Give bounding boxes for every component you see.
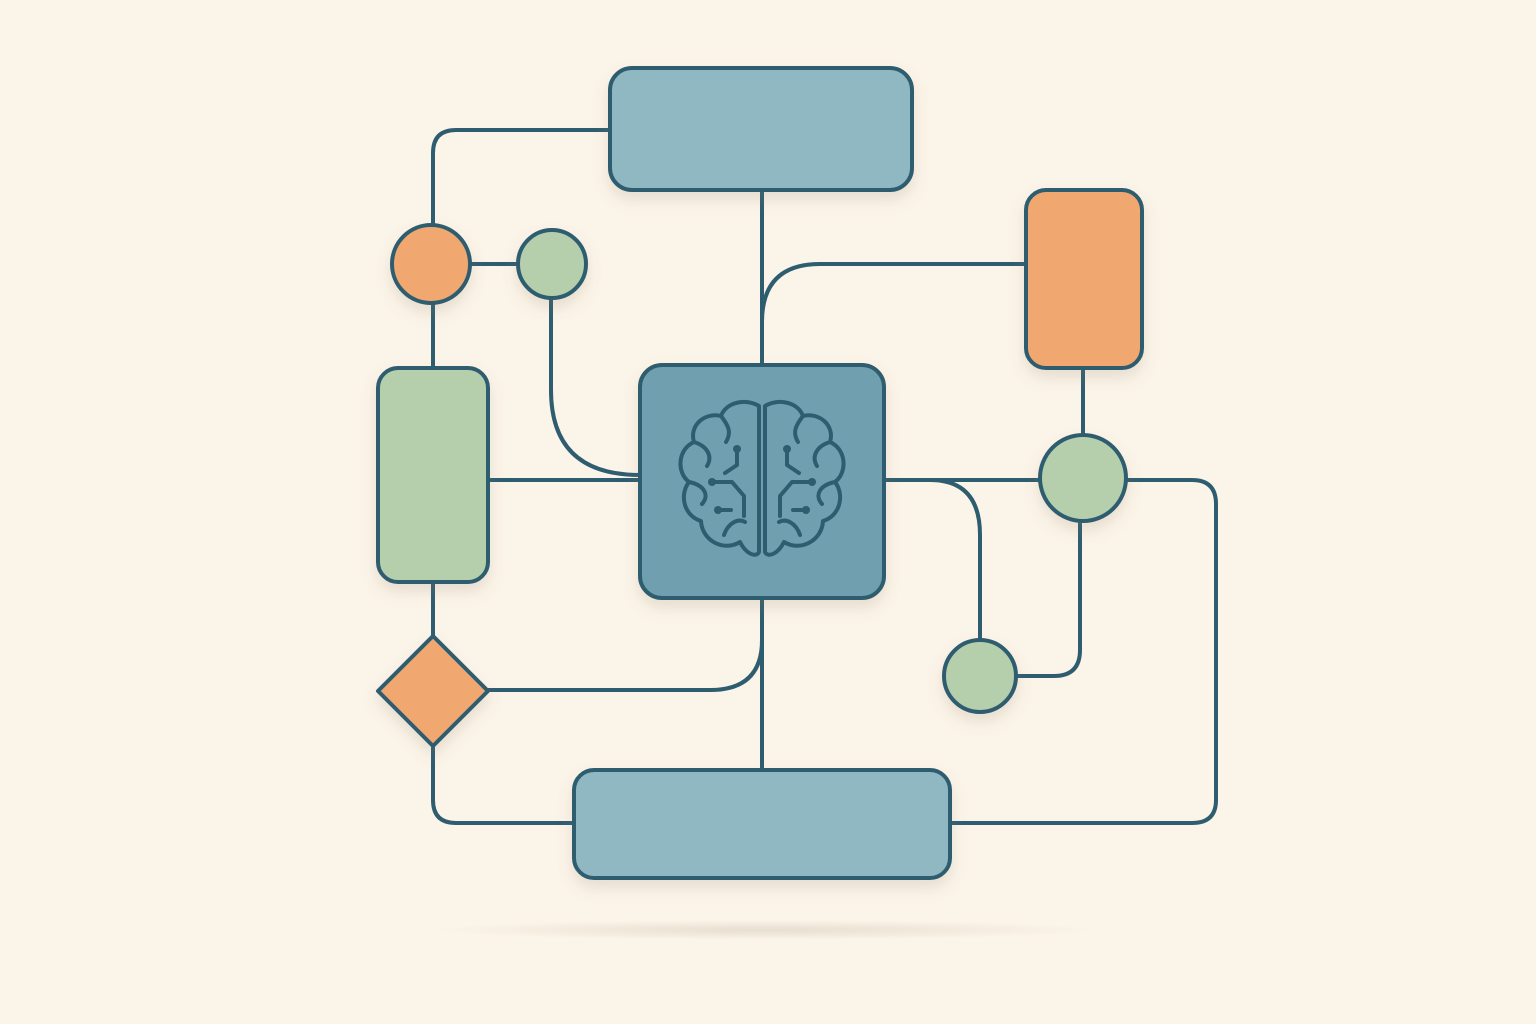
brain-circuit-node	[714, 506, 722, 514]
connector-green-circle-to-center	[549, 296, 642, 477]
right-tall-box	[1024, 188, 1144, 370]
decision-diamond	[376, 634, 490, 748]
brain-left-folds	[687, 414, 747, 537]
left-tall-box	[376, 366, 490, 584]
ground-shadow	[435, 920, 1095, 940]
connector-center-to-bottom-green-circle	[928, 478, 982, 642]
nodes	[376, 66, 1144, 880]
bottom-box	[572, 768, 952, 880]
brain-circuit-icon	[678, 399, 846, 557]
brain-right-folds	[777, 414, 837, 537]
green-circle-bottom	[942, 638, 1018, 714]
green-circle-top	[516, 228, 588, 300]
brain-circuit-node	[708, 478, 716, 486]
brain-circuit-node	[733, 445, 741, 453]
brain-circuit-node	[783, 445, 791, 453]
brain-circuit-node	[802, 506, 810, 514]
connector-diamond-to-bottom-box	[431, 746, 576, 825]
top-box	[608, 66, 914, 192]
center-box	[638, 363, 886, 600]
connector-right-circle-to-bottom-box	[948, 478, 1218, 825]
connector-diamond-to-center	[486, 596, 764, 692]
green-circle-right	[1038, 433, 1128, 523]
brain-circuit-node	[808, 478, 816, 486]
connector-right-box-to-center-curve	[760, 262, 1028, 324]
connector-top-box-to-orange-circle	[431, 128, 612, 226]
connector-right-circle-to-bottom-green-circle	[1014, 522, 1082, 678]
orange-circle	[390, 223, 472, 305]
connectors	[431, 128, 1218, 825]
